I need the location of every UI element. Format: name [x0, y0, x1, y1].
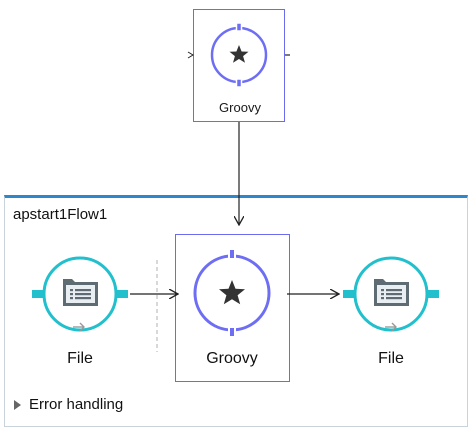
expand-triangle-icon: [14, 399, 21, 410]
groovy-selection-box[interactable]: [175, 234, 290, 382]
floating-input-arrow-icon: [187, 51, 194, 59]
floating-groovy-icon: [210, 22, 268, 88]
flow-container[interactable]: apstart1Flow1: [4, 195, 468, 427]
groovy-node[interactable]: [193, 248, 271, 338]
flow-title: apstart1Flow1: [13, 206, 108, 223]
file-folder-icon: [374, 279, 409, 306]
file-target-node[interactable]: [343, 256, 439, 332]
file-source-node[interactable]: [32, 256, 128, 332]
error-handling-label: Error handling: [29, 396, 124, 413]
star-icon: [219, 280, 245, 305]
floating-groovy-label: Groovy: [219, 100, 261, 115]
inbound-arrow-icon: [73, 322, 85, 332]
file-source-label: File: [67, 350, 93, 367]
error-handling-toggle[interactable]: Error handling: [14, 396, 123, 413]
groovy-node-label: Groovy: [206, 350, 258, 367]
inbound-arrow-icon: [385, 322, 397, 332]
file-target-label: File: [378, 350, 404, 367]
file-folder-icon: [63, 279, 98, 306]
